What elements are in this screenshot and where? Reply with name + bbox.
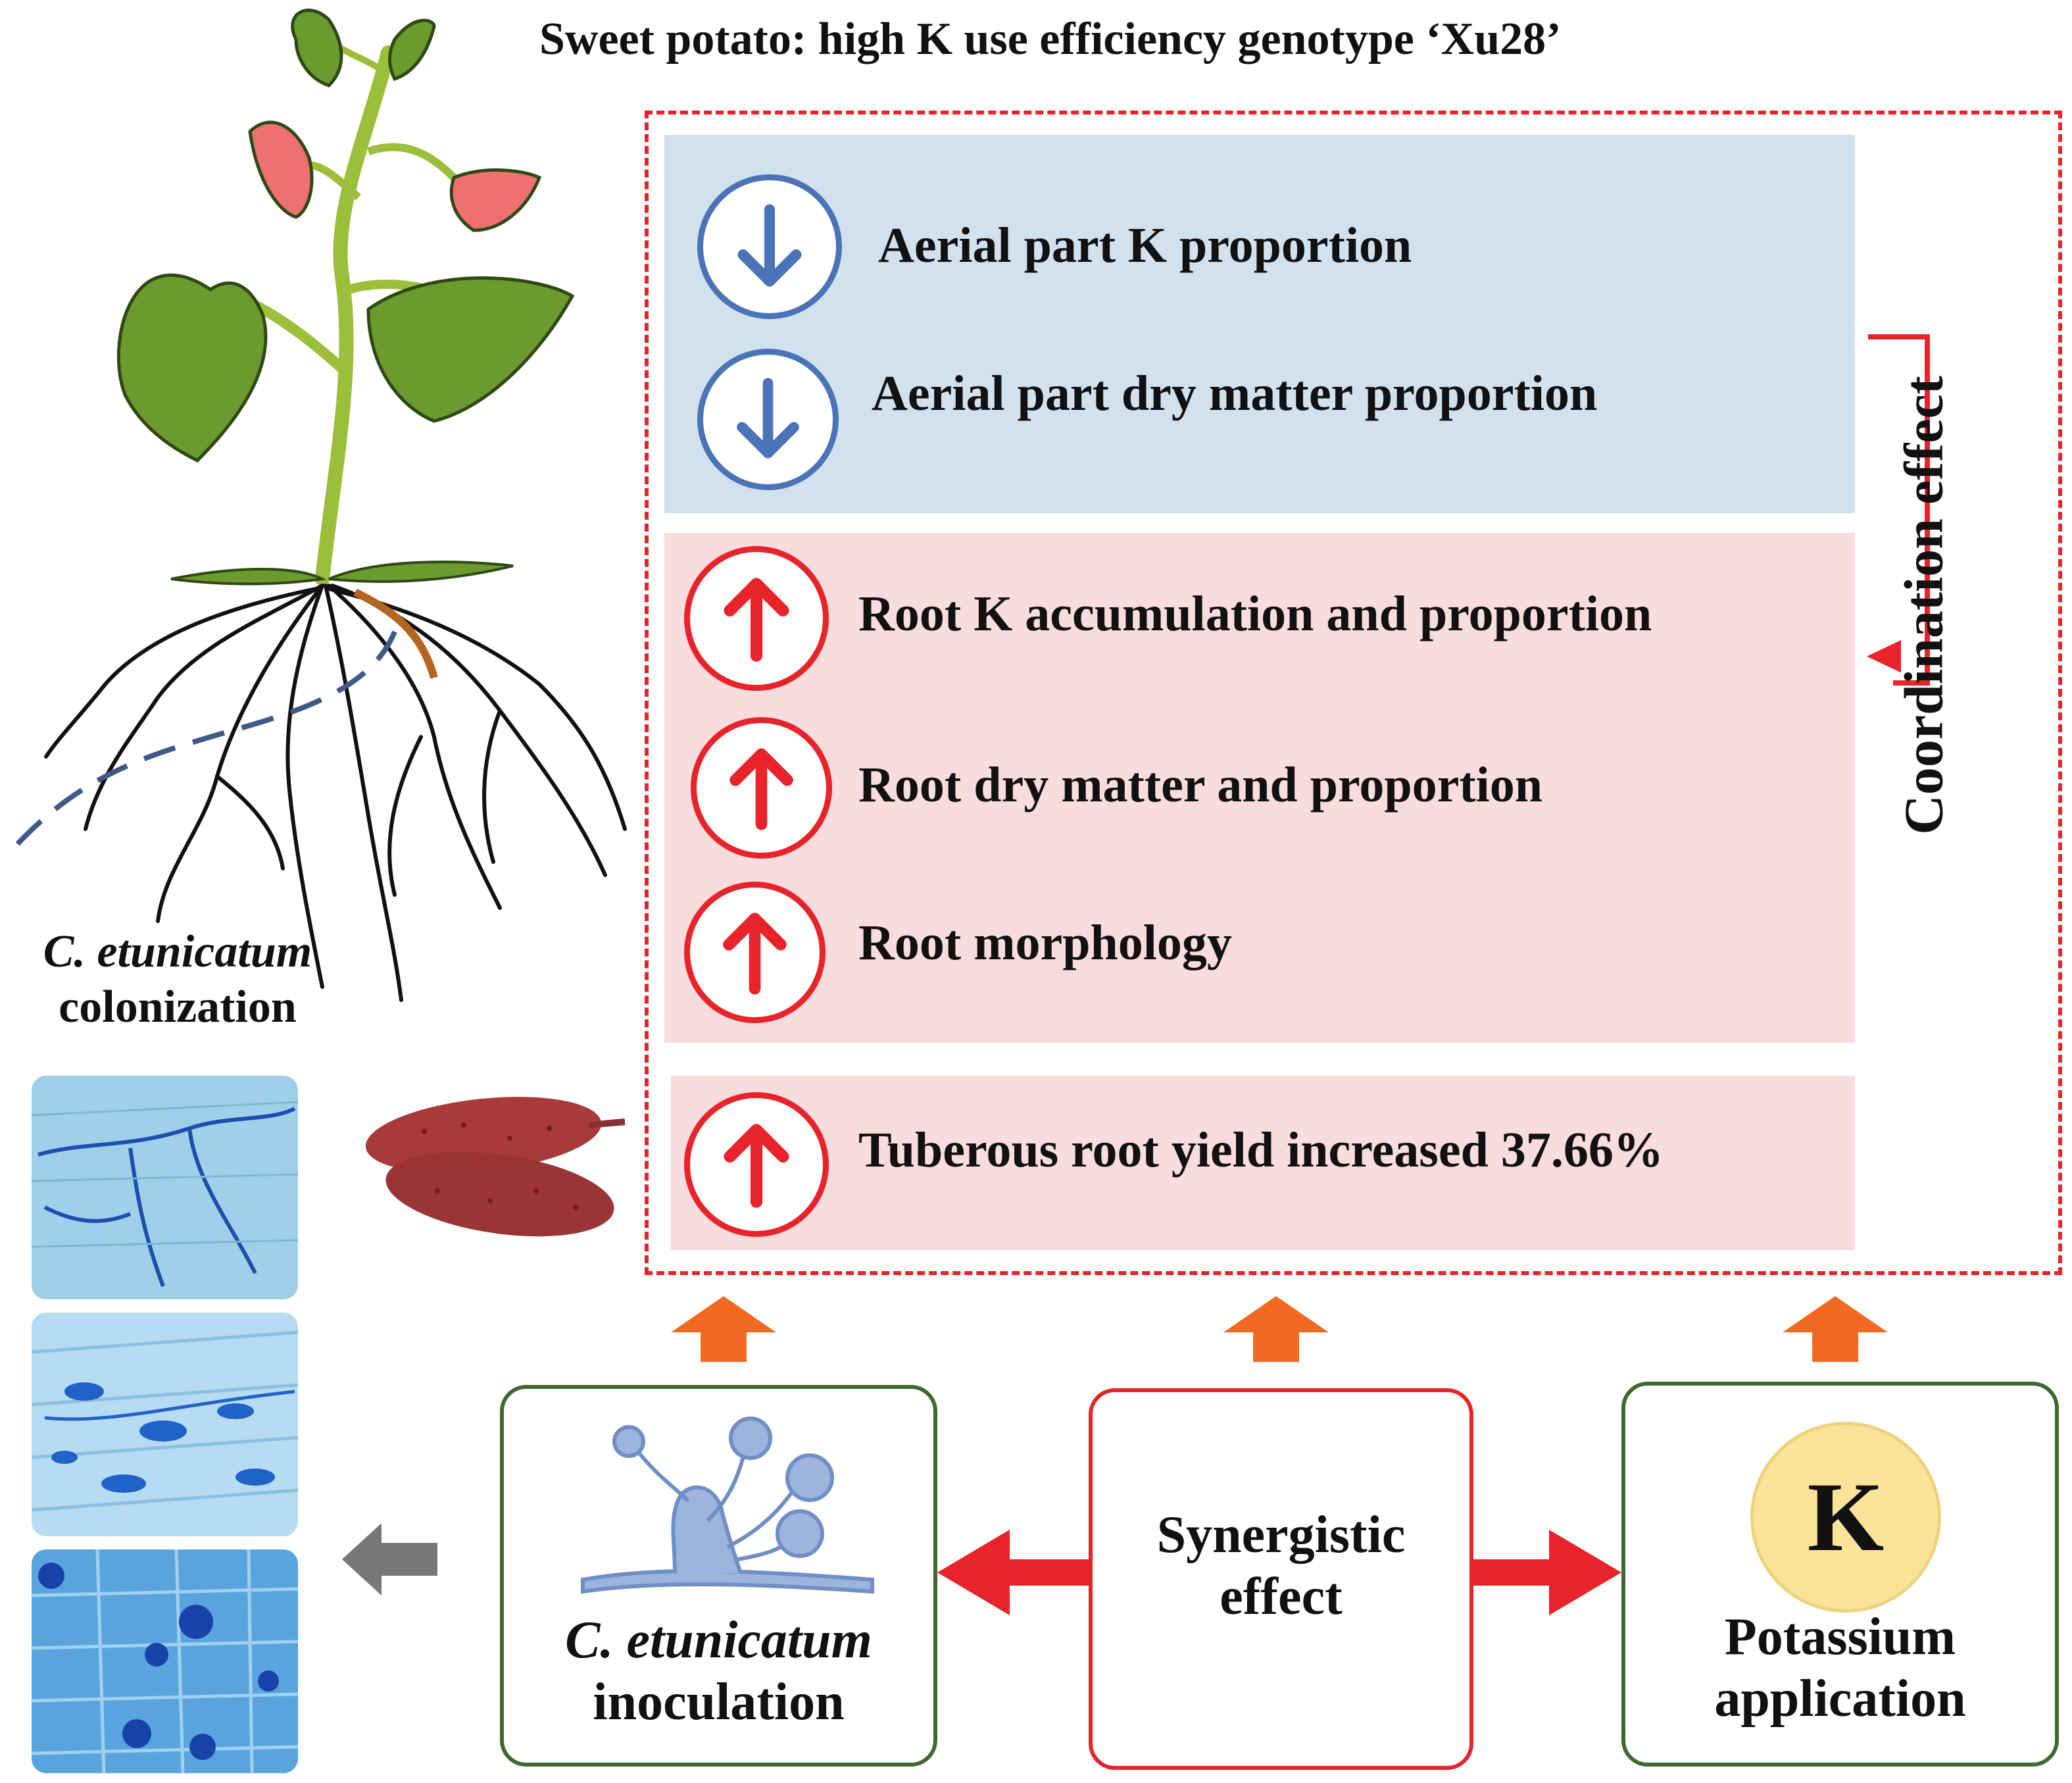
orange-up-arrow-icon — [1223, 1296, 1329, 1362]
inoculation-species: C. etunicatum — [565, 1611, 872, 1669]
colonization-text: colonization — [59, 982, 297, 1032]
synergy-line2: effect — [1220, 1568, 1343, 1626]
effect-aerial-k-proportion: Aerial part K proportion — [878, 218, 1412, 273]
colonization-label: C. etunicatum colonization — [0, 924, 355, 1035]
potassium-symbol: K — [1807, 1463, 1885, 1572]
synergistic-effect-box: Synergistic effect — [1089, 1388, 1473, 1770]
fungus-hyphae-icon — [581, 1417, 874, 1594]
orange-up-arrow-icon — [1783, 1296, 1888, 1362]
coordination-bracket-arrow — [1867, 334, 1930, 686]
red-arrow-to-potassium — [1473, 1530, 1621, 1615]
inoculation-box: C. etunicatum inoculation — [500, 1385, 937, 1767]
micrograph-3 — [32, 1549, 298, 1773]
micrograph-1 — [32, 1076, 298, 1299]
sweet-potato-tuber-illustration — [365, 1097, 626, 1237]
down-arrow-icon — [697, 174, 842, 319]
potassium-box: K Potassium application — [1621, 1382, 2059, 1767]
decrease-effects-panel — [664, 135, 1855, 513]
up-arrow-icon — [691, 717, 832, 859]
sweet-potato-plant-illustration — [11, 9, 627, 1002]
gray-arrow-to-micrographs — [342, 1523, 437, 1595]
increase-effects-panel — [664, 533, 1855, 1043]
potassium-line2: application — [1714, 1670, 1966, 1728]
inoculation-text: inoculation — [593, 1673, 845, 1732]
effect-root-dry-matter: Root dry matter and proportion — [858, 757, 1543, 813]
inoculation-label: C. etunicatum inoculation — [504, 1609, 933, 1734]
effect-tuberous-root-yield: Tuberous root yield increased 37.66% — [858, 1122, 1664, 1178]
micrograph-2 — [32, 1313, 298, 1536]
down-arrow-icon — [697, 349, 839, 490]
potassium-k-circle: K — [1750, 1422, 1941, 1613]
effect-aerial-dry-matter-proportion: Aerial part dry matter proportion — [872, 366, 1598, 421]
effects-frame — [645, 111, 2062, 1275]
potassium-line1: Potassium — [1724, 1608, 1956, 1666]
effect-root-k-accumulation: Root K accumulation and proportion — [858, 586, 1652, 641]
up-arrow-icon — [684, 546, 829, 691]
up-arrow-icon — [684, 882, 826, 1023]
potassium-label: Potassium application — [1625, 1606, 2055, 1730]
yield-effect-panel — [671, 1076, 1855, 1250]
red-arrow-to-inoculation — [937, 1530, 1092, 1615]
orange-up-arrow-icon — [671, 1296, 776, 1362]
diagram-title: Sweet potato: high K use efficiency geno… — [539, 14, 1562, 64]
colonization-species: C. etunicatum — [43, 926, 312, 977]
synergy-line1: Synergistic — [1156, 1506, 1406, 1564]
up-arrow-icon — [684, 1092, 829, 1237]
synergistic-effect-label: Synergistic effect — [1093, 1504, 1469, 1628]
effect-root-morphology: Root morphology — [858, 915, 1232, 970]
coordination-effect-label: Coordination effect — [1893, 376, 1955, 835]
